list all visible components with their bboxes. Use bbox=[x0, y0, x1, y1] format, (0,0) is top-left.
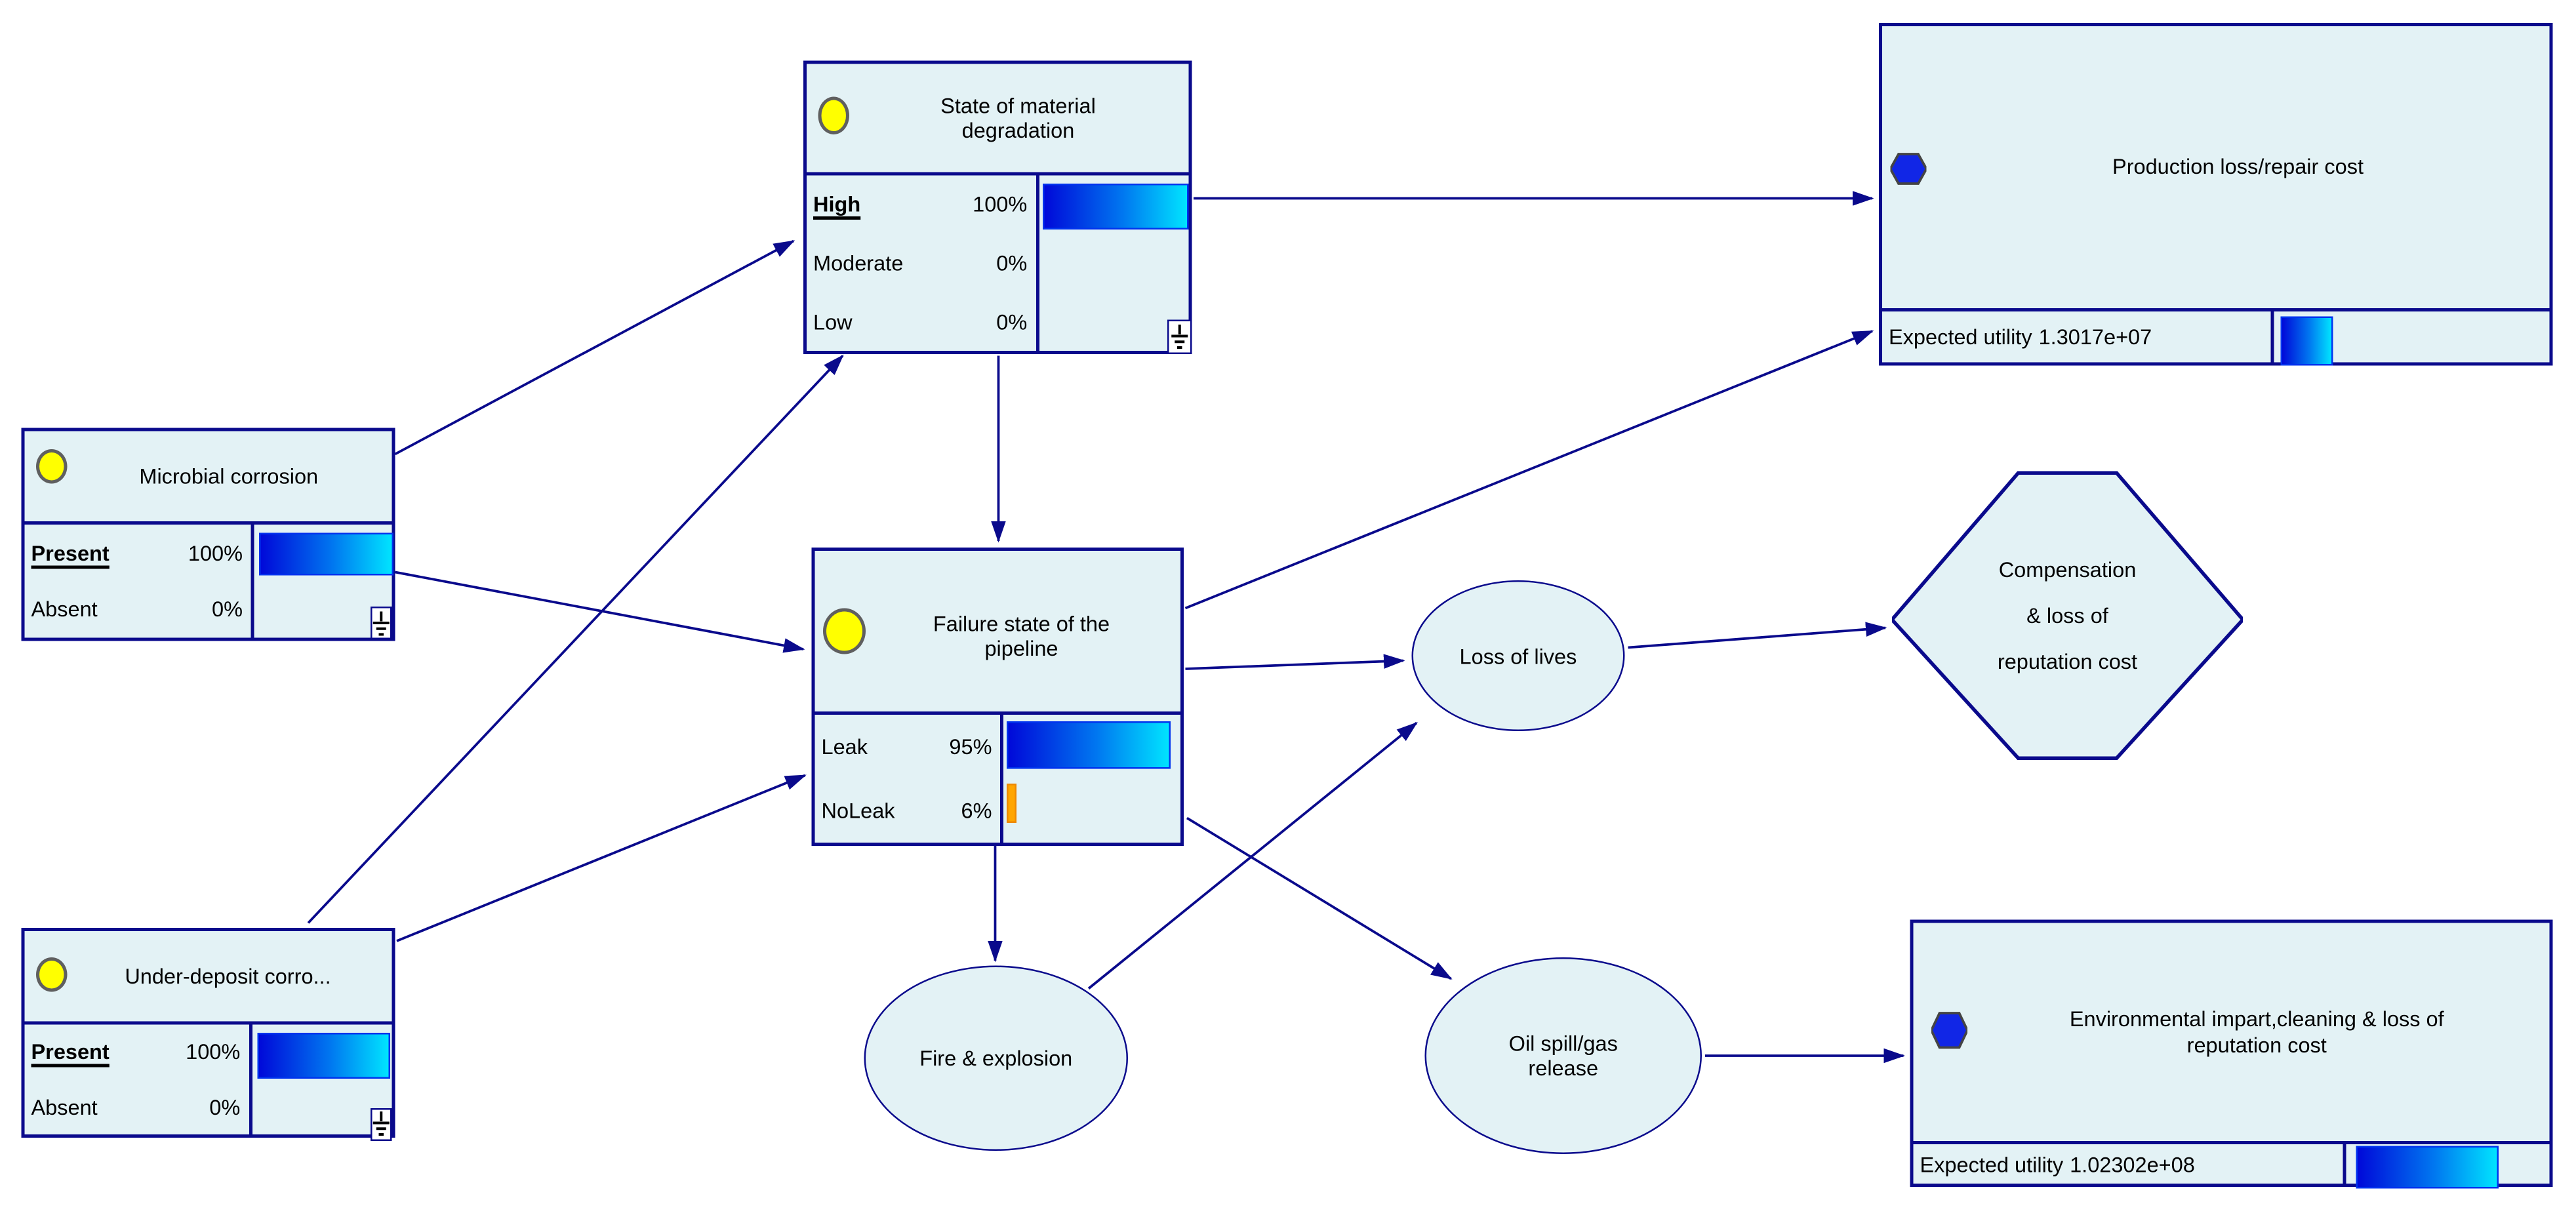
node-title: reputation cost bbox=[2186, 1031, 2327, 1057]
utility-bar bbox=[2280, 316, 2333, 365]
state-label: High bbox=[813, 192, 861, 217]
state-row: Absent 0% bbox=[25, 597, 251, 622]
node-title: Microbial corrosion bbox=[139, 463, 319, 489]
arc-failure-to-lossoflives bbox=[1185, 654, 1405, 670]
state-row: Present 100% bbox=[25, 540, 251, 565]
expected-utility-strip: Expected utility 1.02302e+08 bbox=[1913, 1141, 2550, 1184]
state-value: 100% bbox=[186, 1039, 241, 1065]
evidence-ground-icon[interactable] bbox=[369, 1108, 392, 1140]
node-states-area: Leak 95% NoLeak 6% bbox=[815, 711, 1180, 843]
state-value: 0% bbox=[209, 1094, 241, 1119]
node-oil-spill-gas-release[interactable]: Oil spill/gas release bbox=[1424, 957, 1702, 1154]
arc-microbial-to-failure bbox=[395, 570, 805, 653]
node-title-bar: Microbial corrosion bbox=[25, 431, 392, 522]
node-loss-of-lives[interactable]: Loss of lives bbox=[1411, 580, 1625, 731]
expected-utility-strip: Expected utility 1.3017e+07 bbox=[1882, 308, 2550, 363]
state-label: Absent bbox=[31, 597, 98, 622]
probability-bar-leak bbox=[1007, 721, 1171, 769]
state-value: 100% bbox=[973, 192, 1028, 217]
node-title: release bbox=[1528, 1056, 1599, 1081]
state-row: Low 0% bbox=[807, 310, 1036, 334]
expected-utility-label: Expected utility bbox=[1889, 325, 2032, 350]
evidence-ground-icon[interactable] bbox=[369, 607, 392, 639]
state-label: Absent bbox=[31, 1094, 98, 1119]
node-title: & loss of bbox=[2026, 603, 2108, 628]
node-states-area: High 100% Moderate 0% Low 0% bbox=[807, 172, 1189, 351]
arc-microbial-to-degradation bbox=[394, 239, 795, 456]
chance-node-icon bbox=[818, 96, 849, 134]
state-label: Moderate bbox=[813, 250, 904, 275]
node-title-bar: Under-deposit corro... bbox=[25, 931, 392, 1022]
node-title: Failure state of the bbox=[933, 610, 1110, 635]
node-environmental-cost[interactable]: Environmental impart,cleaning & loss of … bbox=[1910, 919, 2553, 1188]
state-row: NoLeak 6% bbox=[815, 799, 1001, 824]
evidence-ground-icon[interactable] bbox=[1167, 319, 1192, 353]
node-title-bar: State of material degradation bbox=[807, 64, 1189, 172]
node-title: Production loss/repair cost bbox=[2112, 154, 2364, 180]
expected-utility-label: Expected utility bbox=[1920, 1151, 2064, 1176]
arc-failure-to-oilspill bbox=[1186, 816, 1453, 980]
state-row: Moderate 0% bbox=[807, 250, 1036, 275]
node-title: Fire & explosion bbox=[919, 1046, 1073, 1071]
node-compensation-cost[interactable]: Compensation & loss of reputation cost bbox=[1892, 471, 2243, 761]
node-microbial-corrosion[interactable]: Microbial corrosion Present 100% Absent … bbox=[21, 428, 395, 641]
probability-bar-high bbox=[1043, 184, 1189, 229]
arc-lossoflives-to-compensation bbox=[1628, 622, 1887, 649]
arc-failure-to-production bbox=[1184, 330, 1874, 610]
arc-underdeposit-to-failure bbox=[396, 774, 807, 942]
chance-node-icon bbox=[36, 957, 68, 992]
probability-bar-present bbox=[257, 1031, 390, 1079]
state-row: Absent 0% bbox=[25, 1094, 249, 1119]
node-states-area: Present 100% Absent 0% bbox=[24, 521, 392, 638]
chance-node-icon bbox=[36, 449, 68, 484]
node-failure-state-of-pipeline[interactable]: Failure state of the pipeline Leak 95% N… bbox=[811, 548, 1184, 846]
state-value: 0% bbox=[996, 250, 1028, 275]
state-row: High 100% bbox=[807, 192, 1036, 217]
state-value: 6% bbox=[961, 798, 992, 824]
node-title: State of material bbox=[940, 92, 1096, 117]
node-under-deposit-corrosion[interactable]: Under-deposit corro... Present 100% Abse… bbox=[21, 928, 395, 1140]
node-state-of-material-degradation[interactable]: State of material degradation High 100% … bbox=[803, 60, 1192, 354]
node-title: degradation bbox=[961, 118, 1075, 143]
node-title: reputation cost bbox=[1997, 649, 2138, 674]
node-title-bar: Failure state of the pipeline bbox=[815, 551, 1181, 711]
state-value: 0% bbox=[996, 309, 1028, 334]
node-title: Environmental impart,cleaning & loss of bbox=[2069, 1007, 2444, 1031]
utility-node-icon bbox=[1890, 153, 1927, 185]
state-value: 0% bbox=[212, 597, 243, 622]
node-title: Compensation bbox=[1998, 557, 2137, 582]
node-title: Loss of lives bbox=[1459, 643, 1577, 668]
probability-bar-noleak bbox=[1007, 784, 1016, 823]
state-row: Present 100% bbox=[25, 1040, 249, 1065]
state-value: 95% bbox=[949, 734, 992, 759]
node-production-loss-repair-cost[interactable]: Production loss/repair cost Expected uti… bbox=[1879, 23, 2553, 366]
state-label: Present bbox=[31, 1039, 110, 1065]
state-value: 100% bbox=[188, 540, 243, 565]
probability-bar-present bbox=[258, 532, 393, 575]
state-label: Present bbox=[31, 540, 110, 565]
state-label: NoLeak bbox=[821, 798, 895, 824]
state-row: Leak 95% bbox=[815, 734, 1001, 759]
node-fire-explosion[interactable]: Fire & explosion bbox=[864, 965, 1128, 1151]
node-states-area: Present 100% Absent 0% bbox=[24, 1021, 392, 1134]
utility-node-icon bbox=[1931, 1012, 1967, 1049]
state-label: Low bbox=[813, 309, 853, 334]
state-label: Leak bbox=[821, 734, 868, 759]
node-title: Oil spill/gas bbox=[1508, 1031, 1618, 1056]
node-title: pipeline bbox=[984, 636, 1058, 661]
expected-utility-value: 1.02302e+08 bbox=[2070, 1151, 2195, 1176]
expected-utility-value: 1.3017e+07 bbox=[2038, 325, 2152, 350]
chance-node-icon bbox=[823, 608, 866, 654]
utility-bar bbox=[2356, 1146, 2498, 1188]
node-title: Under-deposit corro... bbox=[125, 963, 331, 988]
hexagon-shape bbox=[1892, 471, 2243, 760]
